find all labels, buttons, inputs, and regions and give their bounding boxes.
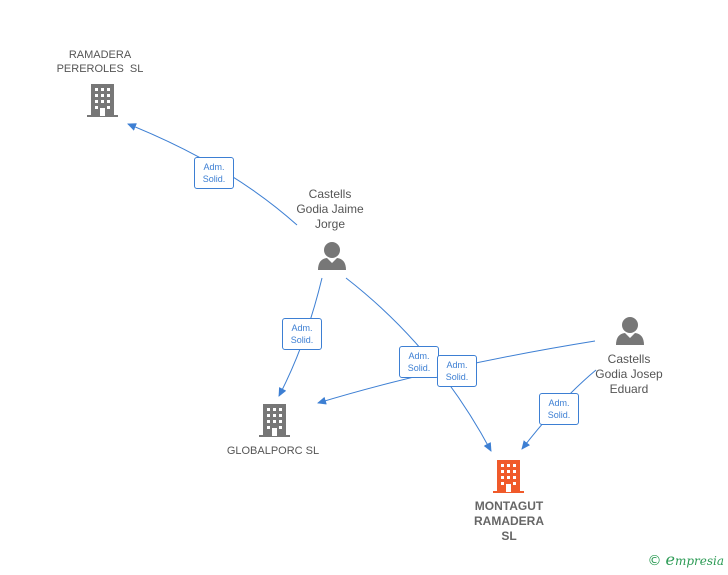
node-label-line: RAMADERA bbox=[68, 49, 132, 61]
person-icon[interactable] bbox=[318, 242, 346, 270]
node-label-line: Castells bbox=[607, 352, 651, 366]
edge-label-josep-globalporc[interactable]: Adm. Solid. bbox=[437, 355, 477, 387]
edge-label-line: Adm. bbox=[408, 351, 430, 361]
node-label-line: Castells bbox=[308, 187, 352, 201]
node-label-line: GLOBALPORC SL bbox=[226, 445, 320, 457]
building-icon[interactable] bbox=[259, 404, 290, 437]
edge-label-line: Adm. bbox=[291, 323, 313, 333]
empresia-logo[interactable]: ©empresia bbox=[647, 550, 724, 569]
edge-label-line: Adm. bbox=[548, 398, 570, 408]
edge-label-line: Solid. bbox=[445, 372, 469, 382]
building-icon[interactable] bbox=[87, 84, 118, 117]
node-label-line: PEREROLES SL bbox=[56, 63, 144, 75]
brand-initial: e bbox=[665, 550, 675, 569]
building-icon[interactable] bbox=[493, 460, 524, 493]
edge-label-line: Adm. bbox=[203, 162, 225, 172]
node-label-ramadera-pereroles[interactable]: RAMADERA PEREROLES SL bbox=[40, 48, 160, 76]
edge-label-line: Solid. bbox=[407, 363, 431, 373]
node-label-line: Eduard bbox=[609, 382, 649, 396]
edge-label-line: Adm. bbox=[446, 360, 468, 370]
node-label-montagut-ramadera[interactable]: MONTAGUT RAMADERA SL bbox=[459, 499, 559, 544]
edge-label-line: Solid. bbox=[290, 335, 314, 345]
copyright-symbol: © bbox=[647, 553, 662, 569]
edge-label-jaime-globalporc[interactable]: Adm. Solid. bbox=[282, 318, 322, 350]
node-label-line: Jorge bbox=[314, 217, 346, 231]
node-label-line: Godia Josep bbox=[595, 367, 663, 381]
node-label-line: SL bbox=[501, 529, 517, 543]
edge-label-jaime-ramadera[interactable]: Adm. Solid. bbox=[194, 157, 234, 189]
edge-label-line: Solid. bbox=[547, 410, 571, 420]
node-label-line: MONTAGUT bbox=[474, 499, 544, 513]
person-icon[interactable] bbox=[616, 317, 644, 345]
node-label-castells-godia-josep-eduard[interactable]: Castells Godia Josep Eduard bbox=[580, 352, 678, 397]
node-label-globalporc[interactable]: GLOBALPORC SL bbox=[213, 444, 333, 458]
node-label-castells-godia-jaime-jorge[interactable]: Castells Godia Jaime Jorge bbox=[280, 187, 380, 232]
brand-name: mpresia bbox=[674, 554, 724, 568]
edge-label-josep-montagut[interactable]: Adm. Solid. bbox=[539, 393, 579, 425]
edge-label-line: Solid. bbox=[202, 174, 226, 184]
edge-label-jaime-montagut[interactable]: Adm. Solid. bbox=[399, 346, 439, 378]
node-label-line: RAMADERA bbox=[474, 514, 544, 528]
node-label-line: Godia Jaime bbox=[296, 202, 364, 216]
